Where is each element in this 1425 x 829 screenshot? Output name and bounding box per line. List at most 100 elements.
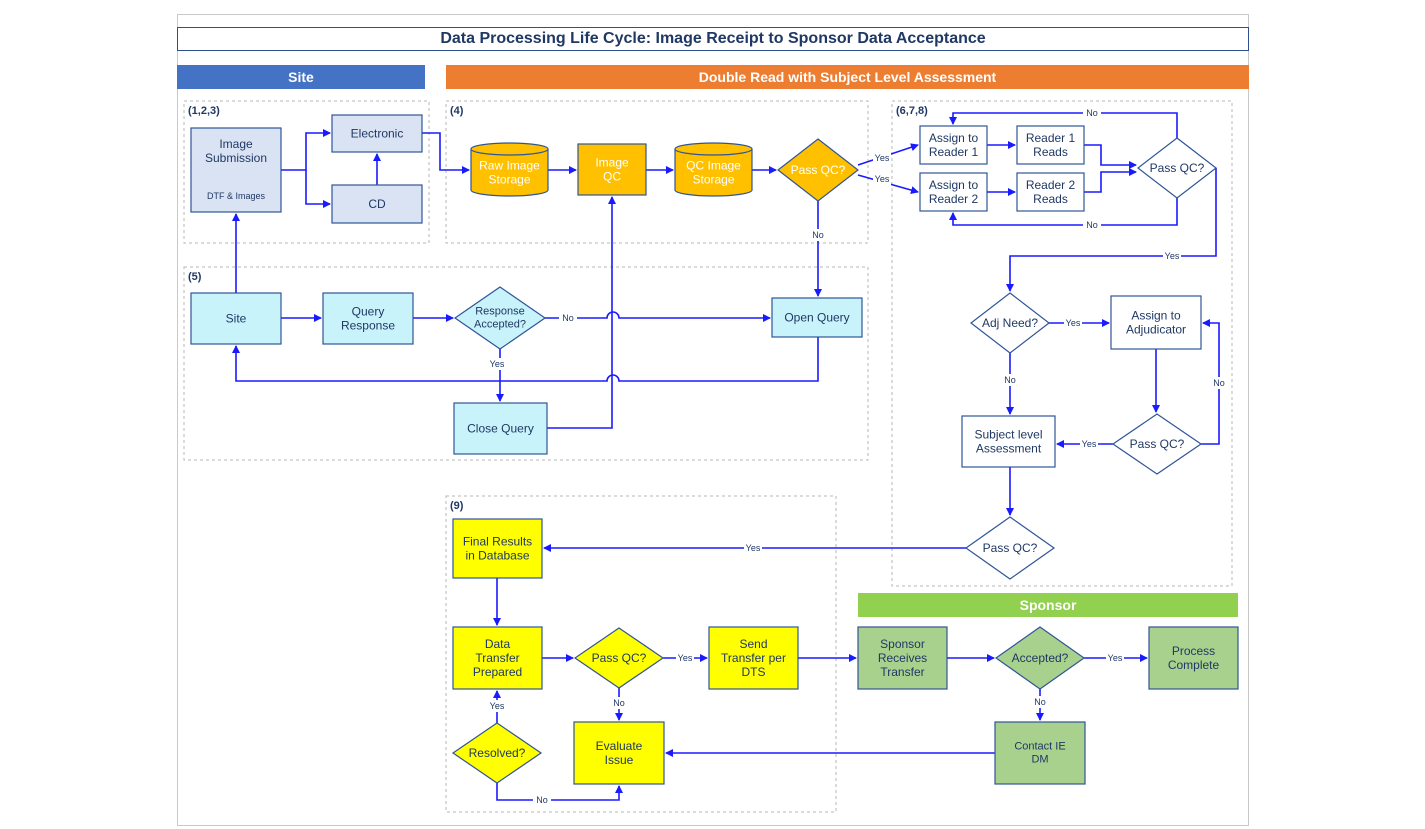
label-yes-5: Yes	[1066, 318, 1081, 328]
cd-box[interactable]	[331, 184, 423, 224]
label-yes-8-bg	[676, 652, 694, 664]
label-yes-2-bg	[873, 173, 891, 185]
group-g4	[445, 100, 869, 244]
data-transfer-prepared-box[interactable]	[452, 626, 543, 690]
pass-qc-diamond-2-label: Pass QC?	[1150, 161, 1205, 175]
assign-adjudicator-box[interactable]	[1110, 295, 1202, 350]
label-yes-7-bg	[744, 542, 762, 554]
send-transfer-box[interactable]	[708, 626, 799, 690]
reader-2-reads-box[interactable]	[1016, 172, 1085, 212]
label-no-8: No	[1034, 697, 1046, 707]
label-yes-8: Yes	[678, 653, 693, 663]
resolved-diamond-label: Resolved?	[469, 746, 526, 760]
close-query-box-label: Close Query	[467, 422, 534, 436]
label-no-5-bg	[1001, 374, 1019, 386]
pass-qc-diamond-2[interactable]	[1137, 137, 1217, 199]
label-no-6: No	[1213, 378, 1225, 388]
diagram-title: Data Processing Life Cycle: Image Receip…	[177, 27, 1249, 51]
final-results-box[interactable]	[452, 518, 543, 579]
label-no-5: No	[1004, 375, 1016, 385]
resolved-diamond[interactable]	[451, 722, 543, 784]
label-no-3-bg	[809, 229, 827, 241]
adj-need-diamond[interactable]	[970, 292, 1050, 354]
pass-qc-diamond-5[interactable]	[573, 627, 665, 689]
label-yes-4-bg	[488, 358, 506, 370]
label-yes-10: Yes	[490, 701, 505, 711]
contact-ie-dm-box[interactable]	[994, 721, 1086, 785]
pass-qc-diamond-3[interactable]	[1111, 413, 1203, 475]
raw-image-storage-cylinder[interactable]	[470, 149, 549, 197]
image-qc-box[interactable]	[577, 143, 647, 196]
label-yes-2: Yes	[875, 174, 890, 184]
site-box[interactable]	[190, 292, 282, 345]
process-complete-box[interactable]	[1148, 626, 1239, 690]
label-yes-5-bg	[1064, 317, 1082, 329]
edge-closequery-imageqc	[547, 196, 616, 429]
open-query-box-label: Open Query	[784, 311, 849, 325]
group-label-g9: (9)	[450, 500, 464, 512]
adj-need-diamond-label: Adj Need?	[982, 316, 1038, 330]
label-yes-6-bg	[1080, 438, 1098, 450]
label-yes-3-bg	[1163, 250, 1181, 262]
edge-submission-cd	[305, 170, 331, 208]
close-query-box[interactable]	[453, 402, 548, 455]
subject-level-assessment-box[interactable]	[961, 415, 1056, 468]
diagram-frame	[177, 14, 1249, 826]
edge-read2-passqc2	[1084, 168, 1137, 193]
assign-reader-1-box[interactable]	[919, 125, 988, 165]
accepted-diamond[interactable]	[994, 626, 1086, 690]
group-g9	[445, 495, 837, 813]
open-query-box[interactable]	[771, 297, 863, 338]
edge-passqc2-yes-adj	[1006, 168, 1217, 292]
assign-reader-2-box[interactable]	[919, 172, 988, 212]
label-no-1: No	[1086, 108, 1098, 118]
pass-qc-diamond-4[interactable]	[964, 516, 1056, 580]
qc-image-storage-cylinder[interactable]	[674, 149, 753, 197]
double-read-lane-header: Double Read with Subject Level Assessmen…	[446, 65, 1249, 89]
label-no-9: No	[536, 795, 548, 805]
label-no-4-bg	[559, 312, 577, 324]
label-no-2-bg	[1083, 219, 1101, 231]
label-no-4: No	[562, 313, 574, 323]
label-yes-1: Yes	[875, 153, 890, 163]
pass-qc-diamond-1[interactable]	[777, 138, 859, 202]
label-yes-9: Yes	[1108, 653, 1123, 663]
electronic-box[interactable]	[331, 114, 423, 153]
group-label-g5: (5)	[188, 271, 202, 283]
edge-openquery-site	[232, 337, 819, 382]
site-box-label: Site	[226, 312, 247, 326]
group-label-g123: (1,2,3)	[188, 105, 220, 117]
group-g5	[183, 266, 869, 461]
query-response-box[interactable]	[322, 292, 414, 345]
edge-resolved-no-evaluate	[496, 783, 623, 801]
pass-qc-diamond-3-label: Pass QC?	[1130, 437, 1185, 451]
label-no-3: No	[812, 230, 824, 240]
response-accepted-diamond[interactable]	[453, 286, 547, 350]
label-no-7: No	[613, 698, 625, 708]
image-submission-box[interactable]	[190, 127, 282, 213]
evaluate-issue-box[interactable]	[573, 721, 665, 785]
pass-qc-diamond-5-label: Pass QC?	[592, 651, 647, 665]
sponsor-receives-box[interactable]	[857, 626, 948, 690]
label-yes-3: Yes	[1165, 251, 1180, 261]
edge-submission-electronic	[281, 129, 331, 171]
group-g123	[183, 100, 430, 244]
pass-qc-diamond-1-label: Pass QC?	[791, 163, 846, 177]
group-g678	[891, 100, 1233, 587]
reader-1-reads-box[interactable]	[1016, 125, 1085, 165]
